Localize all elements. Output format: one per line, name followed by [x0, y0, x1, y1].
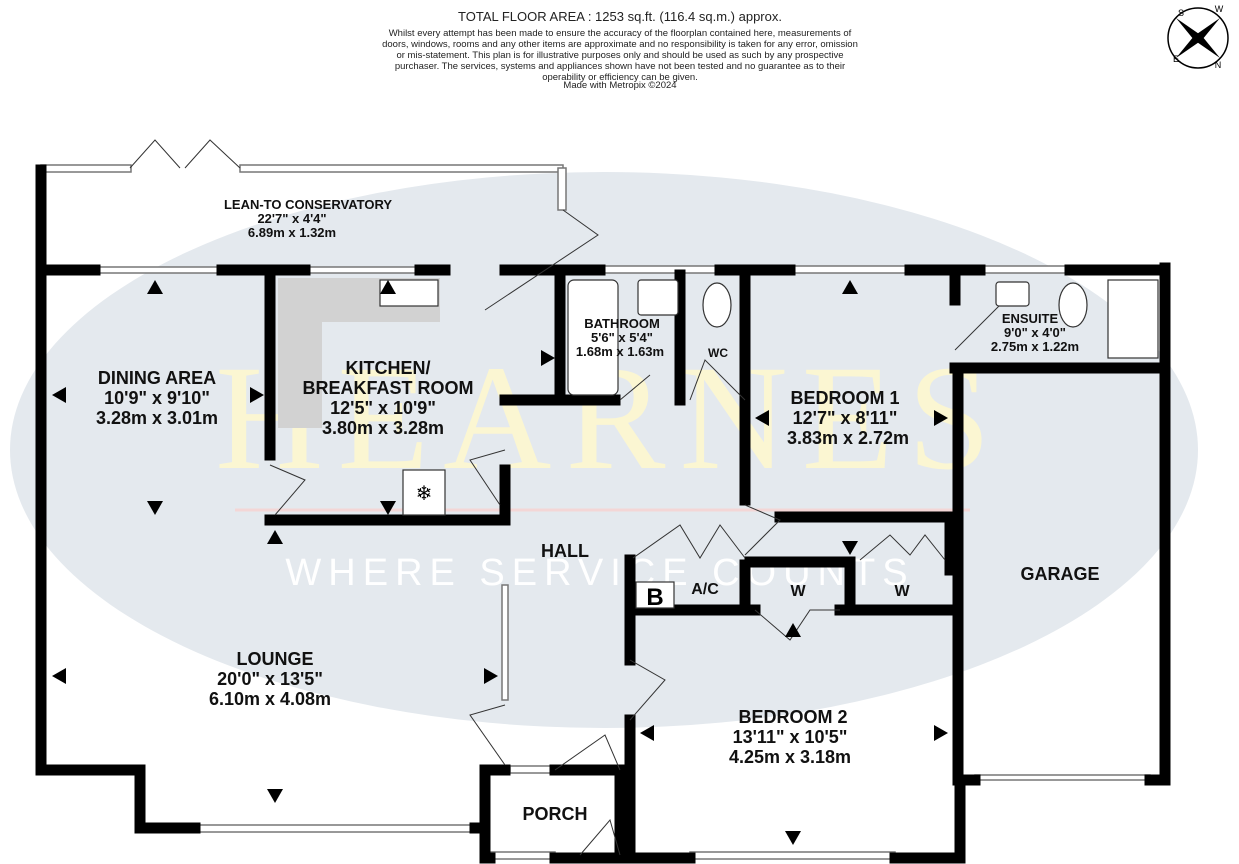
svg-text:W: W [1215, 4, 1224, 14]
room-bedroom-2: BEDROOM 2 13'11" x 10'5" 4.25m x 3.18m [729, 707, 851, 767]
svg-text:BEDROOM 2: BEDROOM 2 [738, 707, 847, 727]
svg-text:1.68m x 1.63m: 1.68m x 1.63m [576, 344, 664, 359]
ensuite-sink-icon [995, 281, 1030, 307]
shower-icon [1107, 279, 1159, 359]
kitchen-counter [278, 278, 440, 428]
svg-text:9'0" x 4'0": 9'0" x 4'0" [1004, 325, 1066, 340]
boiler-label: B [646, 584, 663, 611]
doors [129, 139, 1006, 856]
svg-text:BATHROOM: BATHROOM [584, 316, 660, 331]
boiler-icon [635, 581, 675, 609]
svg-text:ENSUITE: ENSUITE [1002, 311, 1059, 326]
svg-text:LOUNGE: LOUNGE [236, 649, 313, 669]
snowflake-icon: ❄ [416, 483, 433, 505]
svg-text:5'6" x 5'4": 5'6" x 5'4" [591, 330, 653, 345]
room-hall: HALL [541, 541, 589, 561]
room-wardrobe-2: W [894, 583, 910, 600]
walls [35, 164, 1171, 864]
bathtub-icon [567, 279, 619, 396]
svg-text:3.28m x 3.01m: 3.28m x 3.01m [96, 408, 218, 428]
fridge-icon [402, 469, 446, 516]
svg-text:N: N [1215, 60, 1222, 70]
made-with: Made with Metropix ©2024 [563, 80, 677, 91]
svg-text:4.25m x 3.18m: 4.25m x 3.18m [729, 747, 851, 767]
ensuite-toilet-icon [1058, 282, 1088, 328]
room-wc: WC [708, 346, 728, 360]
svg-text:20'0" x 13'5": 20'0" x 13'5" [217, 669, 323, 689]
room-kitchen: KITCHEN/ BREAKFAST ROOM 12'5" x 10'9" 3.… [303, 358, 474, 438]
svg-text:22'7" x 4'4": 22'7" x 4'4" [257, 211, 326, 226]
room-porch: PORCH [522, 804, 587, 824]
svg-text:10'9" x 9'10": 10'9" x 9'10" [104, 388, 210, 408]
svg-text:3.83m x 2.72m: 3.83m x 2.72m [787, 428, 909, 448]
room-wardrobe-1: W [790, 583, 806, 600]
svg-text:3.80m x 3.28m: 3.80m x 3.28m [322, 418, 444, 438]
toilet-icon [702, 282, 732, 328]
svg-text:E: E [1173, 54, 1179, 64]
room-conservatory: LEAN-TO CONSERVATORY 22'7" x 4'4" 6.89m … [224, 197, 392, 240]
room-ensuite: ENSUITE 9'0" x 4'0" 2.75m x 1.22m [991, 311, 1079, 354]
room-lounge: LOUNGE 20'0" x 13'5" 6.10m x 4.08m [209, 649, 331, 709]
svg-text:DINING AREA: DINING AREA [98, 368, 216, 388]
total-floor-area: TOTAL FLOOR AREA : 1253 sq.ft. (116.4 sq… [458, 9, 782, 24]
dimension-arrows [52, 280, 948, 845]
svg-text:S: S [1178, 8, 1184, 18]
svg-text:6.89m x 1.32m: 6.89m x 1.32m [248, 225, 336, 240]
room-garage: GARAGE [1020, 564, 1099, 584]
svg-text:12'5" x 10'9": 12'5" x 10'9" [330, 398, 436, 418]
svg-text:BREAKFAST ROOM: BREAKFAST ROOM [303, 378, 474, 398]
svg-text:2.75m x 1.22m: 2.75m x 1.22m [991, 339, 1079, 354]
room-dining-area: DINING AREA 10'9" x 9'10" 3.28m x 3.01m [96, 368, 218, 428]
sink-icon [637, 279, 679, 316]
disclaimer: Whilst every attempt has been made to en… [382, 28, 858, 83]
svg-text:6.10m x 4.08m: 6.10m x 4.08m [209, 689, 331, 709]
room-bedroom-1: BEDROOM 1 12'7" x 8'11" 3.83m x 2.72m [787, 388, 909, 448]
svg-text:12'7" x 8'11": 12'7" x 8'11" [793, 408, 898, 428]
svg-text:13'11" x 10'5": 13'11" x 10'5" [733, 727, 848, 747]
room-bathroom: BATHROOM 5'6" x 5'4" 1.68m x 1.63m [576, 316, 664, 359]
room-airing-cupboard: A/C [691, 581, 719, 598]
svg-text:BEDROOM 1: BEDROOM 1 [790, 388, 899, 408]
svg-text:LEAN-TO CONSERVATORY: LEAN-TO CONSERVATORY [224, 197, 392, 212]
svg-text:KITCHEN/: KITCHEN/ [346, 358, 431, 378]
compass-icon: S W N E [1167, 4, 1229, 70]
